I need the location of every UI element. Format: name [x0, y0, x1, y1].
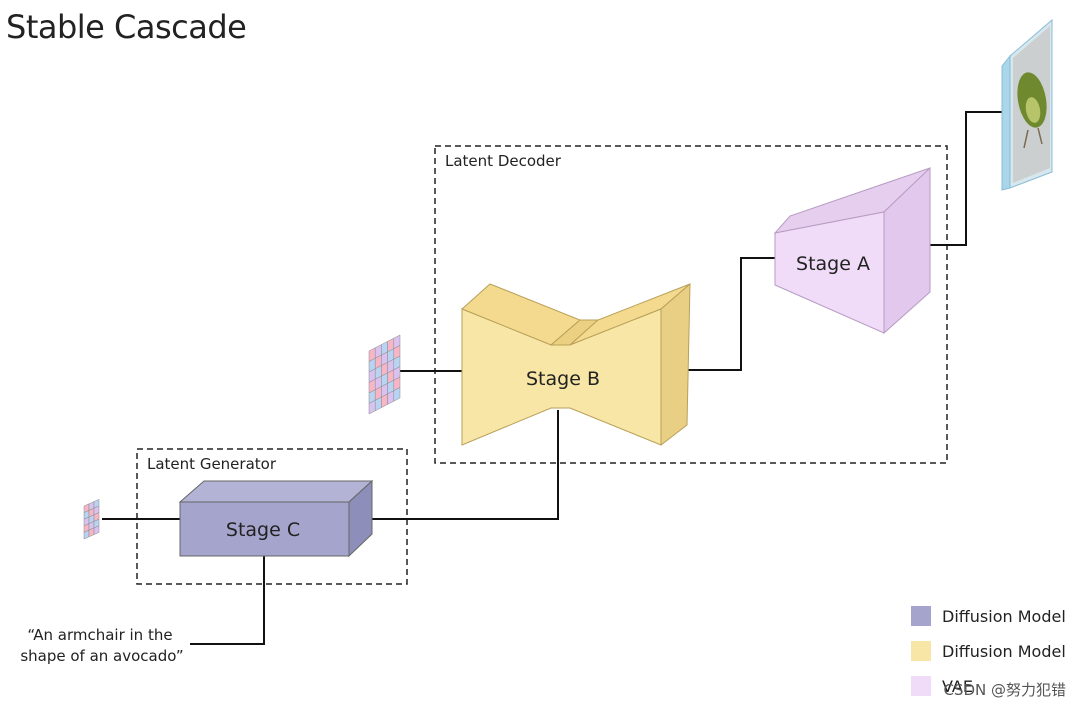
small-latent-grid	[83, 499, 100, 540]
chair-leg-icon	[1023, 129, 1029, 149]
latent-generator-label: Latent Generator	[147, 455, 277, 473]
connector-lines	[102, 111, 1002, 645]
prompt-line-1: “An armchair in the	[27, 626, 172, 644]
line-prompt-to-stage-c	[190, 556, 265, 645]
prompt-line-2: shape of an avocado”	[20, 647, 183, 665]
latent-grid	[368, 334, 401, 415]
stage-c-front	[179, 501, 350, 557]
stage-b-block: Stage B	[461, 282, 691, 447]
stage-c-label: Stage C	[226, 519, 300, 541]
legend-label-2: VAE	[942, 677, 973, 696]
stage-c-block: Stage C	[178, 479, 374, 558]
latent-generator-box	[136, 448, 408, 585]
watermark: CSDN @努力犯错	[943, 681, 1066, 699]
stage-a-front	[774, 211, 885, 334]
line-stage-a-to-image	[912, 111, 1002, 246]
legend-label-0: Diffusion Model	[942, 607, 1066, 626]
stage-b-front	[461, 308, 662, 446]
latent-decoder-label: Latent Decoder	[445, 152, 562, 170]
legend-swatch-2	[911, 676, 931, 696]
legend-label-1: Diffusion Model	[942, 642, 1066, 661]
latent-cell	[393, 387, 401, 402]
avocado-seat-icon	[1025, 97, 1041, 123]
stage-a-block: Stage A	[773, 166, 931, 335]
stage-b-label: Stage B	[526, 368, 600, 390]
chair-leg-icon	[1037, 127, 1043, 145]
line-stage-b-to-stage-a	[676, 257, 775, 371]
legend: Diffusion Model Diffusion Model VAE	[911, 606, 1066, 696]
stage-a-label: Stage A	[796, 253, 870, 275]
latent-decoder-box	[434, 145, 948, 464]
diagram-title: Stable Cascade	[6, 8, 246, 46]
legend-swatch-0	[911, 606, 931, 626]
stage-c-top	[178, 480, 374, 503]
line-stage-c-to-stage-b	[364, 410, 559, 520]
legend-swatch-1	[911, 641, 931, 661]
output-image-frame-edge	[1001, 54, 1011, 191]
output-image	[1001, 18, 1053, 191]
stage-b-side	[660, 282, 691, 447]
latent-cell	[93, 525, 100, 535]
